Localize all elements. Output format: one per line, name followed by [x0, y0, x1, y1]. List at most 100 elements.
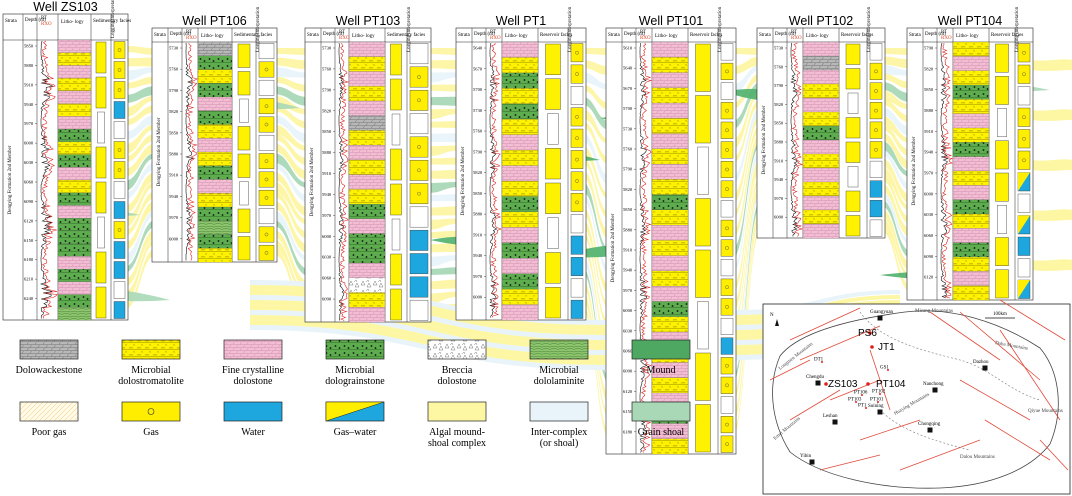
header-rxo: RXO	[640, 36, 651, 41]
lithology-unit	[802, 69, 840, 85]
boundary-dashed	[879, 409, 971, 451]
depth-tick: 6000	[774, 215, 784, 220]
facies-box	[95, 251, 107, 284]
legend-item-gas: Gas	[121, 401, 181, 438]
log-interval-water	[570, 299, 584, 319]
correlation-belt	[427, 169, 460, 179]
correlation-belt	[732, 115, 761, 205]
lithology-unit	[57, 78, 92, 92]
legend-label: Fine crystalline	[222, 365, 284, 376]
gas-symbol	[575, 157, 579, 162]
depth-tick: 6060	[24, 180, 34, 185]
facies-box	[995, 269, 1009, 299]
legend-label: Gas–water	[334, 427, 377, 438]
lithology-unit	[651, 57, 689, 73]
correlation-belt	[273, 124, 309, 152]
depth-tick: 5970	[623, 288, 633, 293]
facies-box	[239, 98, 249, 123]
depth-tick: 5970	[924, 171, 934, 176]
log-interval-gas	[720, 239, 734, 257]
correlation-belt	[273, 210, 309, 262]
depth-tick: 5880	[623, 227, 633, 232]
depth-tick: 5790	[322, 87, 332, 92]
gas-symbol	[147, 408, 155, 415]
lithology-unit	[952, 84, 990, 100]
well-title: Well PT103	[336, 14, 400, 28]
lithology-unit	[952, 199, 990, 215]
correlation-belt	[427, 145, 460, 157]
legend-label: Breccia	[442, 365, 473, 376]
depth-tick: 5940	[169, 194, 179, 199]
header-rxo: RXO	[186, 36, 197, 41]
log-interval-gas	[409, 183, 429, 205]
lithology-unit	[197, 234, 233, 249]
header-rt: RT	[41, 16, 47, 21]
lithology-unit	[501, 57, 539, 74]
depth-tick: 6030	[623, 328, 633, 333]
lithology-unit	[57, 90, 92, 105]
town-marker	[832, 419, 838, 425]
correlation-belt	[732, 48, 761, 55]
correlation-belt	[881, 208, 911, 272]
lithology-unit	[952, 56, 990, 72]
correlation-belt	[732, 124, 761, 219]
depth-tick: 5820	[774, 102, 784, 107]
log-interval-water	[113, 301, 126, 319]
log-interval-gas	[570, 43, 584, 63]
legend-item-water: Water	[223, 401, 283, 438]
correlation-belt	[427, 108, 460, 120]
depth-tick: 5790	[623, 167, 633, 172]
correlation-belt	[881, 115, 911, 144]
lithology-unit	[57, 307, 92, 321]
lithology-unit	[57, 192, 92, 206]
member-label: Dengying Formation 2nd Member	[461, 146, 466, 215]
lithology-unit	[348, 174, 386, 190]
header-logging: Logging interpretation	[407, 6, 412, 52]
log-interval-gas	[869, 121, 883, 139]
header-rxo: RXO	[490, 36, 501, 41]
log-interval-gas	[570, 192, 584, 212]
legend-item-algal-mound-shoal: Algal mound-shoal complex	[427, 401, 487, 449]
lithology-unit	[348, 292, 386, 308]
facies-box	[547, 113, 559, 145]
log-interval-blank	[869, 43, 883, 61]
gas-symbol	[725, 226, 729, 231]
facies-box	[845, 117, 861, 139]
correlation-belt	[881, 81, 911, 103]
depth-tick: 5850	[623, 207, 633, 212]
log-interval-gas	[1017, 43, 1031, 63]
header-rxo: RXO	[339, 36, 350, 41]
gas-symbol	[417, 145, 421, 149]
lithology-unit	[197, 41, 233, 57]
log-interval-gas	[869, 141, 883, 159]
log-interval-gas	[409, 89, 429, 111]
lithology-unit	[197, 124, 233, 139]
log-interval-gas	[720, 278, 734, 296]
correlation-belt	[124, 143, 156, 177]
lithology-unit	[651, 133, 689, 150]
rt-log-trace	[489, 42, 498, 318]
gas-symbol	[874, 147, 878, 152]
correlation-belt	[881, 48, 911, 55]
facies-box	[545, 78, 561, 110]
depth-tick: 5880	[473, 212, 483, 217]
facies-box	[995, 237, 1009, 266]
fault-line	[984, 419, 1051, 461]
lithology-unit	[348, 218, 386, 235]
facies-box	[237, 236, 251, 261]
lithology-unit	[651, 377, 689, 394]
facies-box	[237, 126, 251, 151]
well-marker	[868, 331, 872, 335]
lithology-unit	[651, 163, 689, 180]
gas-water-triangle	[1018, 172, 1030, 191]
log-interval-blank	[1017, 86, 1031, 106]
legend-swatch	[121, 401, 181, 422]
log-interval-gas	[409, 66, 429, 88]
depth-tick: 6030	[924, 212, 934, 217]
lithology-unit	[57, 256, 92, 270]
fault-line	[799, 325, 881, 361]
facies-box	[237, 43, 251, 68]
mountain-label: Dalou Mountains	[960, 455, 995, 460]
